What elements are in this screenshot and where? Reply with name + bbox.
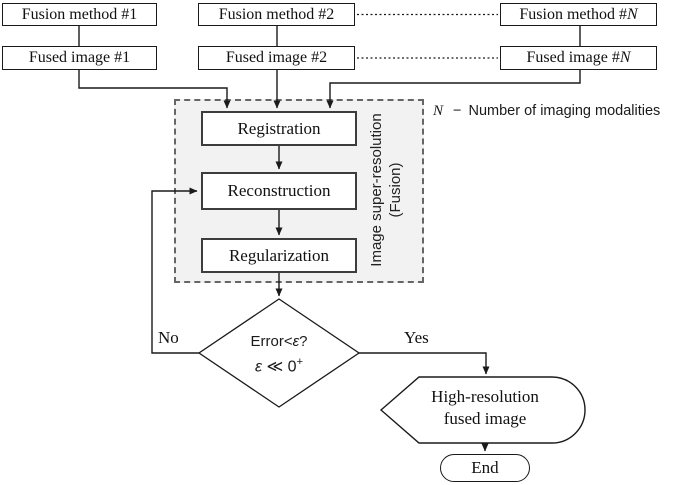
edge-imageN-registration xyxy=(326,70,581,109)
fused-image-n-box: Fused image #N xyxy=(500,46,657,70)
modalities-note: N−Number of imaging modalities xyxy=(433,103,660,120)
decision-line2: ε ≪ 0+ xyxy=(219,352,339,377)
fused-image-n-prefix: Fused image # xyxy=(526,49,620,66)
fusion-method-1-box: Fusion method #1 xyxy=(2,3,157,26)
fusion-method-1-label: Fusion method #1 xyxy=(21,5,138,23)
reconstruction-box: Reconstruction xyxy=(201,172,357,210)
note-dash: − xyxy=(453,103,462,119)
fused-image-n-var: N xyxy=(619,49,631,66)
end-label: End xyxy=(471,458,499,477)
decision-epsilon: ε xyxy=(292,333,300,350)
container-rotated-label: Image super-resolution (Fusion) xyxy=(367,113,405,266)
output-line2: fused image xyxy=(443,409,527,428)
fused-image-n-label: Fused image #N xyxy=(527,49,631,67)
fusion-method-2-label: Fusion method #2 xyxy=(218,5,335,23)
yes-branch-label: Yes xyxy=(404,328,429,347)
output-display-shape xyxy=(379,376,586,444)
output-line1: High-resolution xyxy=(431,387,539,406)
decision-superscript: + xyxy=(296,356,303,368)
fused-image-1-box: Fused image #1 xyxy=(2,46,157,70)
decision-operator: ≪ 0 xyxy=(262,358,297,376)
output-text: High-resolution fused image xyxy=(400,386,570,430)
fusion-method-n-label: Fusion method #N xyxy=(519,6,637,24)
note-var: N xyxy=(433,103,444,119)
decision-text: Error<ε? ε ≪ 0+ xyxy=(219,331,339,377)
decision-line1: Error<ε? xyxy=(219,331,339,352)
fused-image-1-label: Fused image #1 xyxy=(28,49,131,66)
note-text: Number of imaging modalities xyxy=(468,103,661,119)
reconstruction-label: Reconstruction xyxy=(227,181,331,200)
regularization-label: Regularization xyxy=(228,245,330,265)
decision-line1-suffix: ? xyxy=(299,333,308,350)
container-label-line1: Image super-resolution xyxy=(368,113,385,267)
fused-image-2-box: Fused image #2 xyxy=(198,46,355,70)
end-terminal: End xyxy=(440,454,530,482)
fusion-method-n-box: Fusion method #N xyxy=(500,3,657,26)
decision-epsilon-2: ε xyxy=(254,358,263,376)
registration-label: Registration xyxy=(237,118,321,138)
edge-no-feedback xyxy=(151,187,199,354)
fusion-method-n-prefix: Fusion method # xyxy=(519,5,627,23)
fusion-method-2-box: Fusion method #2 xyxy=(198,3,355,26)
decision-line1-prefix: Error< xyxy=(250,333,293,350)
fused-image-2-label: Fused image #2 xyxy=(225,49,328,66)
no-branch-label: No xyxy=(158,328,179,347)
registration-box: Registration xyxy=(201,111,357,146)
fusion-method-n-var: N xyxy=(626,5,638,23)
container-label-line2: (Fusion) xyxy=(387,162,404,218)
edge-image1-registration xyxy=(78,70,231,109)
edge-yes-output xyxy=(359,352,490,375)
decision-diamond-shape xyxy=(197,298,361,408)
regularization-box: Regularization xyxy=(201,238,357,273)
